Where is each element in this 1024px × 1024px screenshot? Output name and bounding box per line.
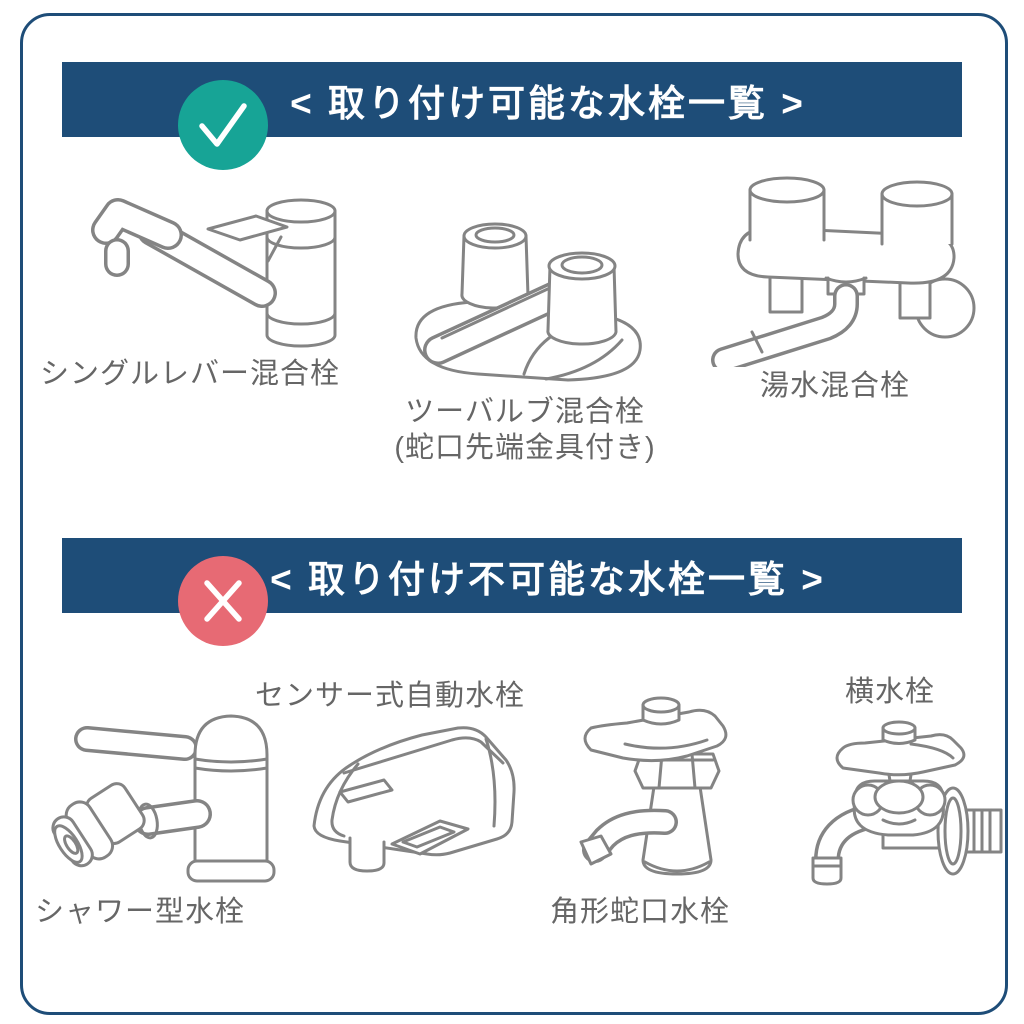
sensor-automatic-faucet-label: センサー式自動水栓 <box>254 680 525 712</box>
compatible-title: < 取り付け可能な水栓一覧 > <box>290 82 806 124</box>
shower-type-faucet-illustration <box>45 695 300 885</box>
cross-badge <box>178 556 268 646</box>
hot-cold-mixer-illustration <box>698 162 978 373</box>
hot-cold-mixer-label: 湯水混合栓 <box>759 370 910 402</box>
check-icon <box>199 103 247 147</box>
horizontal-wall-faucet-label: 横水栓 <box>844 676 935 708</box>
incompatible-title: < 取り付け不可能な水栓一覧 > <box>270 558 826 600</box>
square-spout-faucet-label: 角形蛇口水栓 <box>549 896 730 928</box>
two-valve-mixer-sublabel: (蛇口先端金具付き) <box>394 432 656 464</box>
single-lever-mixer-illustration <box>60 185 375 355</box>
two-valve-mixer-label: ツーバルブ混合栓 <box>405 396 645 428</box>
check-badge <box>178 80 268 170</box>
horizontal-wall-faucet-illustration <box>793 710 1008 895</box>
sensor-automatic-faucet-illustration <box>300 716 545 881</box>
single-lever-mixer-label: シングルレバー混合栓 <box>40 358 341 390</box>
cross-icon <box>204 580 242 622</box>
two-valve-mixer-illustration <box>400 202 660 387</box>
square-spout-faucet-illustration <box>565 692 790 887</box>
shower-type-faucet-label: シャワー型水栓 <box>35 896 246 928</box>
